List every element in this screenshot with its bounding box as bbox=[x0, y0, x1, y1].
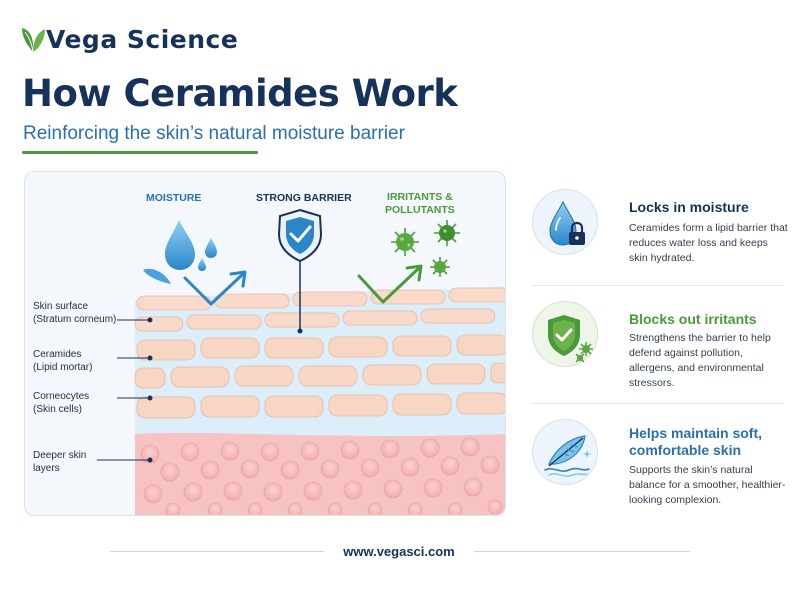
leaf-icon bbox=[22, 28, 45, 53]
shield-germs-icon bbox=[548, 315, 593, 363]
shield-check-icon bbox=[277, 208, 323, 334]
water-drop-icon bbox=[143, 220, 217, 284]
layer-name: Deeper skin bbox=[33, 450, 87, 461]
layer-label-corneocytes: Corneocytes (Skin cells) bbox=[33, 390, 89, 416]
strong-barrier-label: STRONG BARRIER bbox=[256, 192, 352, 204]
website-link[interactable]: www.vegasci.com bbox=[343, 544, 455, 559]
benefit-divider bbox=[532, 403, 784, 404]
benefit-description: Strengthens the barrier to help defend a… bbox=[629, 332, 771, 389]
layer-label-deeper: Deeper skin layers bbox=[33, 449, 86, 475]
layer-name: Ceramides bbox=[33, 349, 82, 360]
water-drop-lock-icon bbox=[549, 200, 585, 246]
feather-icon bbox=[544, 435, 591, 477]
benefit-divider bbox=[532, 285, 784, 286]
brand-logo: Vega Science bbox=[20, 22, 238, 56]
irritants-label-line2: POLLUTANTS bbox=[385, 204, 455, 216]
footer-rule-left bbox=[110, 551, 324, 552]
benefit-icon-circle bbox=[532, 189, 598, 255]
brand-name: Vega Science bbox=[46, 24, 239, 54]
layer-sub: (Lipid mortar) bbox=[33, 362, 93, 373]
benefit-description: Supports the skin’s natural balance for … bbox=[629, 464, 786, 506]
deflect-arrow-icon bbox=[357, 264, 423, 304]
layer-name: Corneocytes bbox=[33, 391, 90, 402]
benefit-icon-circle bbox=[532, 301, 598, 367]
footer-rule-right bbox=[474, 551, 690, 552]
skin-diagram-panel: MOISTURE STRONG BARRIER IRRITANTS & POLL… bbox=[24, 171, 506, 516]
layer-sub: layers bbox=[33, 463, 60, 474]
irritants-label: IRRITANTS & POLLUTANTS bbox=[385, 191, 455, 217]
layer-sub: (Skin cells) bbox=[33, 404, 82, 415]
page-title: How Ceramides Work bbox=[22, 72, 458, 115]
benefit-title: Blocks out irritants bbox=[629, 311, 757, 327]
benefit-title: Helps maintain soft, comfortable skin bbox=[629, 425, 763, 458]
title-underline bbox=[22, 151, 258, 154]
benefit-icon-circle bbox=[532, 419, 598, 485]
layer-label-ceramides: Ceramides (Lipid mortar) bbox=[33, 348, 92, 374]
benefit-description: Ceramides form a lipid barrier that redu… bbox=[629, 222, 788, 264]
irritants-label-line1: IRRITANTS & bbox=[387, 191, 453, 203]
germ-icon bbox=[391, 220, 460, 277]
layer-name: Skin surface bbox=[33, 301, 89, 312]
benefit-title: Locks in moisture bbox=[629, 199, 749, 215]
page-subtitle: Reinforcing the skin’s natural moisture … bbox=[23, 123, 405, 144]
layer-label-surface: Skin surface (Stratum corneum) bbox=[33, 300, 116, 326]
moisture-label: MOISTURE bbox=[146, 192, 202, 204]
layer-sub: (Stratum corneum) bbox=[33, 314, 117, 325]
skin-layer-diagram bbox=[97, 208, 505, 515]
deflect-arrow-icon bbox=[183, 270, 247, 306]
